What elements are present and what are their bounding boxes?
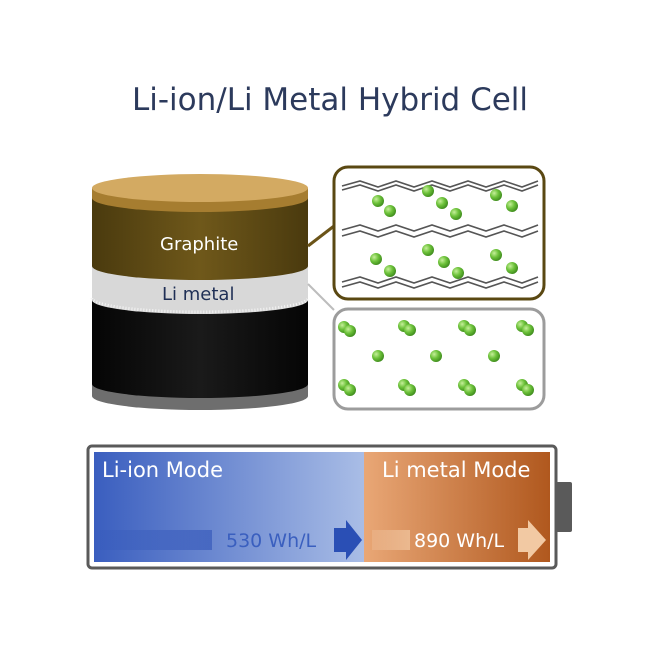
graphite-label: Graphite — [160, 234, 239, 255]
lithium-atom — [384, 265, 396, 277]
graphene-sheets — [341, 180, 539, 289]
lithium-atom — [430, 350, 442, 362]
graphite-connector — [307, 224, 335, 248]
intercalated-lithium — [370, 185, 518, 279]
lithium-atom — [372, 350, 384, 362]
graphite-top-face — [92, 174, 308, 202]
lithium-atom — [450, 208, 462, 220]
graphene-sheet — [341, 281, 539, 289]
graphene-sheet — [341, 184, 539, 192]
lithium-atom — [370, 253, 382, 265]
battery-indicator — [86, 444, 572, 570]
lithium-atom — [436, 197, 448, 209]
lithium-atom — [404, 324, 416, 336]
liion-energy-density: 530 Wh/L — [226, 530, 317, 552]
graphene-sheet — [341, 180, 539, 188]
li-metal-edge — [90, 297, 310, 314]
limetal-energy-density: 890 Wh/L — [414, 530, 505, 552]
liion-arrow-tail — [100, 530, 212, 550]
lithium-atom — [422, 244, 434, 256]
liion-mode-label: Li-ion Mode — [102, 458, 223, 482]
lithium-atom — [506, 200, 518, 212]
cell-cylinder — [90, 174, 310, 410]
lithium-atom — [490, 249, 502, 261]
lithium-atom — [372, 195, 384, 207]
limetal-mode-label: Li metal Mode — [382, 458, 531, 482]
lithium-atom — [344, 384, 356, 396]
lithium-atom — [506, 262, 518, 274]
lithium-atom — [384, 205, 396, 217]
lithium-atom — [464, 324, 476, 336]
lithium-atom — [344, 325, 356, 337]
graphene-sheet — [341, 224, 539, 232]
lithium-atom — [522, 384, 534, 396]
limetal-arrow-head — [518, 520, 546, 560]
li-metal-label: Li metal — [162, 284, 235, 305]
lithium-atom — [404, 384, 416, 396]
lithium-atom — [522, 324, 534, 336]
lithium-atom — [452, 267, 464, 279]
liion-arrow-head — [334, 520, 362, 560]
li-metal-lattice — [338, 320, 534, 396]
li-metal-connector — [307, 283, 335, 311]
lithium-atom — [490, 189, 502, 201]
limetal-arrow-tail — [372, 530, 410, 550]
lithium-atom — [438, 256, 450, 268]
lithium-atom — [464, 384, 476, 396]
battery-terminal — [556, 482, 572, 532]
lithium-atom — [488, 350, 500, 362]
page-title: Li-ion/Li Metal Hybrid Cell — [131, 82, 529, 118]
graphene-sheet — [341, 230, 539, 238]
cell-body — [92, 298, 308, 398]
lithium-atom — [422, 185, 434, 197]
graphite-layer — [92, 196, 308, 280]
graphene-sheet — [341, 276, 539, 284]
